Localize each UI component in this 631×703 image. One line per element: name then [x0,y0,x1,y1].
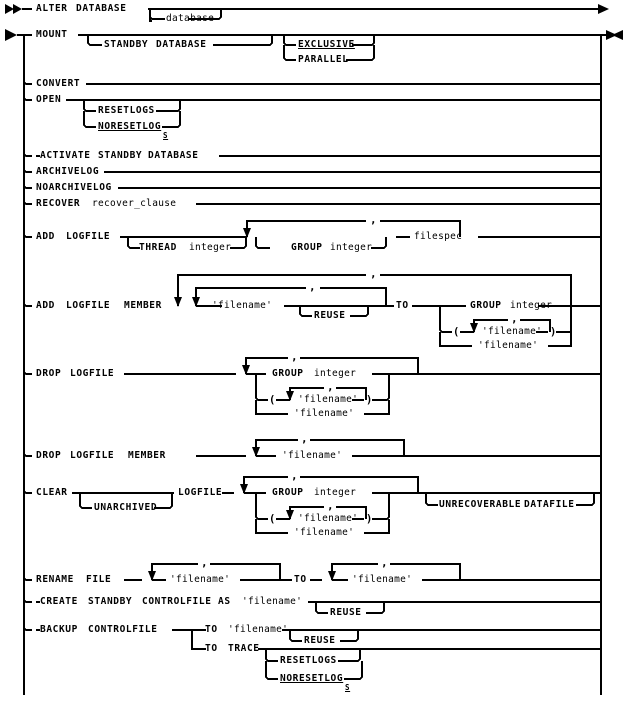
token-group-integer-clear: integer [314,487,357,498]
token-file: FILE [86,574,112,585]
token-trace: TRACE [228,643,260,654]
token-rparen-clear: ) [366,513,373,525]
token-drop-logfile-drop: DROP [36,368,62,379]
token-open: OPEN [36,94,62,105]
token-comma-add-logfile: , [370,213,378,226]
token-group-integer-add-member: integer [510,300,553,311]
token-parallel: PARALLEL [298,54,349,65]
token-backup: BACKUP [40,624,78,635]
token-thread: THREAD [139,242,177,253]
token-lparen-clear: ( [269,513,276,525]
token-comma-add-member-paren: , [511,312,519,325]
token-filename-clear-paren: 'filename' [298,513,359,524]
token-rparen-add-member: ) [550,326,557,338]
token-filename-add-member: 'filename' [212,300,273,311]
token-activate: ACTIVATE [40,150,91,161]
token-filename-backup: 'filename' [228,624,289,635]
token-standby-mount: STANDBY [104,39,149,50]
token-comma-add-member-inner: , [309,280,317,293]
token-unarchived: UNARCHIVED [94,502,158,513]
token-rparen-drop-logfile: ) [366,394,373,406]
token-database-var: database [166,13,215,24]
token-group-add-logfile: GROUP [291,242,323,253]
token-lparen-add-member: ( [453,326,460,338]
token-clear: CLEAR [36,487,68,498]
token-group-add-member: GROUP [470,300,502,311]
token-comma-drop-member: , [301,432,309,445]
token-drop-logfile-logfile: LOGFILE [70,368,115,379]
token-reuse-backup: REUSE [304,635,336,646]
token-add-member-member: MEMBER [124,300,162,311]
token-group-drop-logfile: GROUP [272,368,304,379]
token-group-integer-drop-logfile: integer [314,368,357,379]
token-filename-create: 'filename' [242,596,303,607]
token-noresetlogs-backup-suffix: S [345,683,351,692]
token-drop-member-drop: DROP [36,450,62,461]
token-filename-drop-logfile-bare: 'filename' [294,408,355,419]
token-group-integer-add-logfile: integer [330,242,373,253]
token-exclusive: EXCLUSIVE [298,39,355,50]
token-comma-rename-from: , [201,556,209,569]
token-filename-clear-bare: 'filename' [294,527,355,538]
token-add-logfile-add: ADD [36,231,55,242]
token-filename-rename-from: 'filename' [170,574,231,585]
token-reuse-create: REUSE [330,607,362,618]
token-comma-rename-to: , [381,556,389,569]
token-add-logfile-logfile: LOGFILE [66,231,111,242]
token-to-backup-filename: TO [205,624,218,635]
token-thread-integer: integer [189,242,232,253]
token-filename-drop-logfile-paren: 'filename' [298,394,359,405]
token-filename-rename-to: 'filename' [352,574,413,585]
token-comma-add-member-outer: , [370,267,378,280]
token-database-keyword: DATABASE [76,3,127,14]
token-standby-create: STANDBY [88,596,133,607]
token-noresetlogs-open: NORESETLOG [98,121,162,132]
token-recover-clause: recover_clause [92,198,177,209]
token-filename-drop-member: 'filename' [282,450,343,461]
token-filename-add-member-paren: 'filename' [482,326,543,337]
token-archivelog: ARCHIVELOG [36,166,100,177]
token-database-mount: DATABASE [156,39,207,50]
token-drop-member-member: MEMBER [128,450,166,461]
token-alter: ALTER [36,3,68,14]
token-resetlogs-open: RESETLOGS [98,105,155,116]
token-create: CREATE [40,596,78,607]
token-unrecoverable: UNRECOVERABLE [439,499,522,510]
token-comma-clear-paren: , [327,499,335,512]
token-to-rename: TO [294,574,307,585]
token-noresetlogs-open-suffix: S [163,131,169,140]
token-convert: CONVERT [36,78,81,89]
token-recover: RECOVER [36,198,81,209]
token-comma-drop-logfile-paren: , [327,380,335,393]
token-noresetlogs-backup: NORESETLOG [280,673,344,684]
token-filename-add-member-bare: 'filename' [478,340,539,351]
token-filespec: filespec [414,231,463,242]
token-mount: MOUNT [36,29,68,40]
token-lparen-drop-logfile: ( [269,394,276,406]
token-comma-drop-logfile: , [291,350,299,363]
token-controlfile-backup: CONTROLFILE [88,624,158,635]
token-add-member-add: ADD [36,300,55,311]
token-comma-clear: , [291,469,299,482]
token-standby-activate: STANDBY [98,150,143,161]
token-to-backup-trace: TO [205,643,218,654]
token-controlfile-create: CONTROLFILE [142,596,212,607]
token-noarchivelog: NOARCHIVELOG [36,182,112,193]
token-datafile: DATAFILE [524,499,575,510]
token-add-member-logfile: LOGFILE [66,300,111,311]
token-group-clear: GROUP [272,487,304,498]
token-reuse-add-member: REUSE [314,310,346,321]
token-rename: RENAME [36,574,74,585]
token-to-add-member: TO [396,300,409,311]
token-resetlogs-backup: RESETLOGS [280,655,337,666]
token-database-activate: DATABASE [148,150,199,161]
token-clear-logfile: LOGFILE [178,487,223,498]
token-drop-member-logfile: LOGFILE [70,450,115,461]
token-as: AS [218,596,231,607]
